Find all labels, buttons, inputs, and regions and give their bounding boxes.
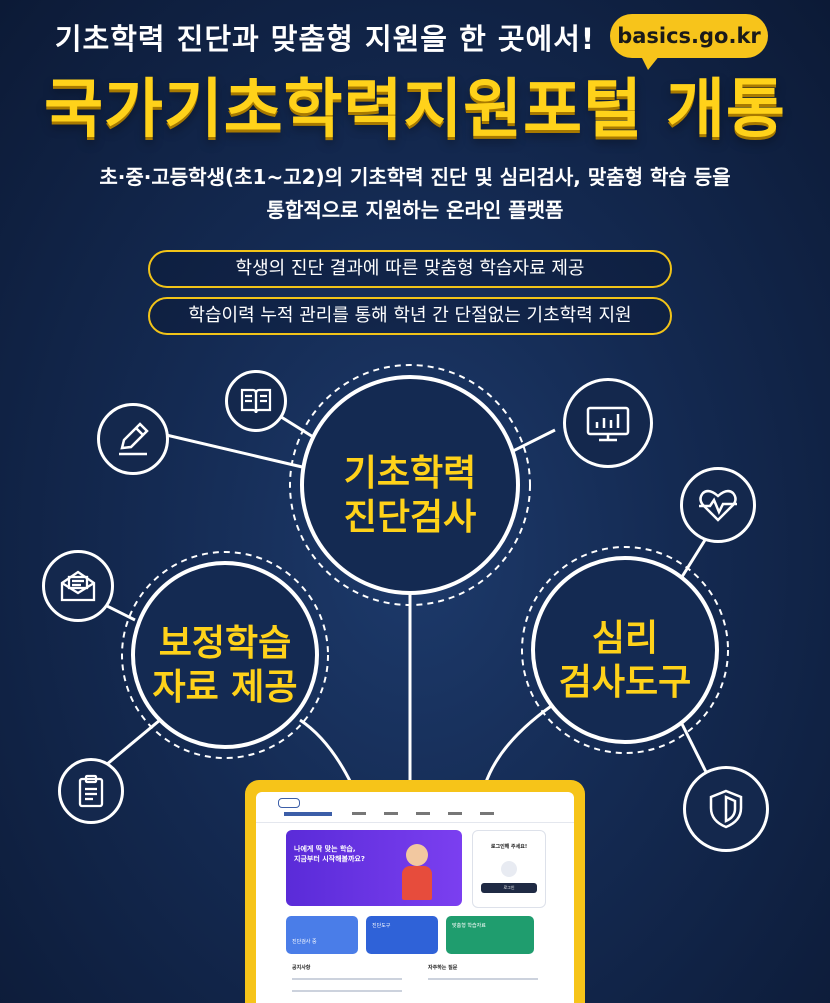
supplementary-circle <box>131 561 319 749</box>
supplementary-label-line1: 보정학습 <box>158 623 292 664</box>
portal-card-2-label: 진단도구 <box>372 923 391 929</box>
connector-heart <box>678 539 707 581</box>
portal-hero-line1: 나에게 딱 맞는 학습, <box>294 845 356 853</box>
connector-pencil <box>144 428 316 472</box>
supplementary-circle-dashed <box>121 551 329 759</box>
connector-right <box>483 698 561 786</box>
url-bubble[interactable]: basics.go.kr <box>610 14 768 58</box>
portal-card-1-label: 진단검사 중 <box>292 939 317 945</box>
portal-login-box: 로그인해 주세요! 로그인 <box>472 830 546 908</box>
chart-monitor-icon <box>563 378 653 468</box>
portal-nav-5[interactable] <box>480 812 494 815</box>
book-icon <box>225 370 287 432</box>
diagnosis-label: 기초학력 진단검사 <box>290 452 530 540</box>
portal-nav-3[interactable] <box>416 812 430 815</box>
portal-hero-character-body <box>402 866 432 900</box>
portal-login-title: 로그인해 주세요! <box>490 844 528 850</box>
portal-nav-2[interactable] <box>384 812 398 815</box>
psychology-label: 심리 검사도구 <box>500 617 750 705</box>
portal-logo-text <box>284 812 332 816</box>
portal-card-3[interactable]: 맞춤형 학습자료 <box>446 916 534 954</box>
psychology-label-line1: 심리 <box>591 618 659 659</box>
diagnosis-circle <box>300 375 520 595</box>
portal-faq-title[interactable]: 자주하는 질문 <box>428 965 458 971</box>
diagnosis-circle-dashed <box>289 364 531 606</box>
connector-clipboard <box>99 718 161 772</box>
description-line-1: 초·중·고등학생(초1~고2)의 기초학력 진단 및 심리검사, 맞춤형 학습 … <box>99 165 731 189</box>
feature-pill-1: 학생의 진단 결과에 따른 맞춤형 학습자료 제공 <box>148 250 672 288</box>
pencil-icon <box>97 403 169 475</box>
portal-logo-icon <box>278 798 300 808</box>
portal-nav-4[interactable] <box>448 812 462 815</box>
portal-card-3-label: 맞춤형 학습자료 <box>452 923 486 929</box>
supplementary-label: 보정학습 자료 제공 <box>100 622 350 710</box>
portal-card-2[interactable]: 진단도구 <box>366 916 438 954</box>
portal-card-1[interactable]: 진단검사 중 <box>286 916 358 954</box>
heartbeat-icon <box>680 467 756 543</box>
feature-pill-2: 학습이력 누적 관리를 통해 학년 간 단절없는 기초학력 지원 <box>148 297 672 335</box>
clipboard-icon <box>58 758 124 824</box>
supplementary-label-line2: 자료 제공 <box>152 667 298 708</box>
psychology-circle-dashed <box>521 546 729 754</box>
portal-hero-line2: 지금부터 시작해볼까요? <box>294 855 365 863</box>
portal-screenshot: 나에게 딱 맞는 학습, 지금부터 시작해볼까요? 로그인해 주세요! 로그인 … <box>256 792 574 1003</box>
portal-hero: 나에게 딱 맞는 학습, 지금부터 시작해볼까요? <box>286 830 462 906</box>
tagline: 기초학력 진단과 맞춤형 지원을 한 곳에서! <box>54 22 596 56</box>
portal-login-avatar <box>501 861 517 877</box>
portal-notice-title[interactable]: 공지사항 <box>292 965 311 971</box>
diagnosis-label-line1: 기초학력 <box>343 453 477 494</box>
connector-left <box>299 718 354 786</box>
mail-icon <box>42 550 114 622</box>
portal-hero-character-head <box>406 844 428 866</box>
portal-header <box>256 792 574 823</box>
psychology-label-line2: 검사도구 <box>558 662 692 703</box>
diagnosis-label-line2: 진단검사 <box>343 497 477 538</box>
portal-nav-1[interactable] <box>352 812 366 815</box>
psychology-circle <box>531 556 719 744</box>
shield-icon <box>683 766 769 852</box>
portal-notice-row[interactable] <box>292 990 402 992</box>
portal-notice-row[interactable] <box>292 978 402 980</box>
description-line-2: 통합적으로 지원하는 온라인 플랫폼 <box>266 198 564 222</box>
portal-login-button[interactable]: 로그인 <box>481 883 537 893</box>
main-title: 국가기초학력지원포털 개통 <box>44 73 786 147</box>
portal-faq-row[interactable] <box>428 978 538 980</box>
